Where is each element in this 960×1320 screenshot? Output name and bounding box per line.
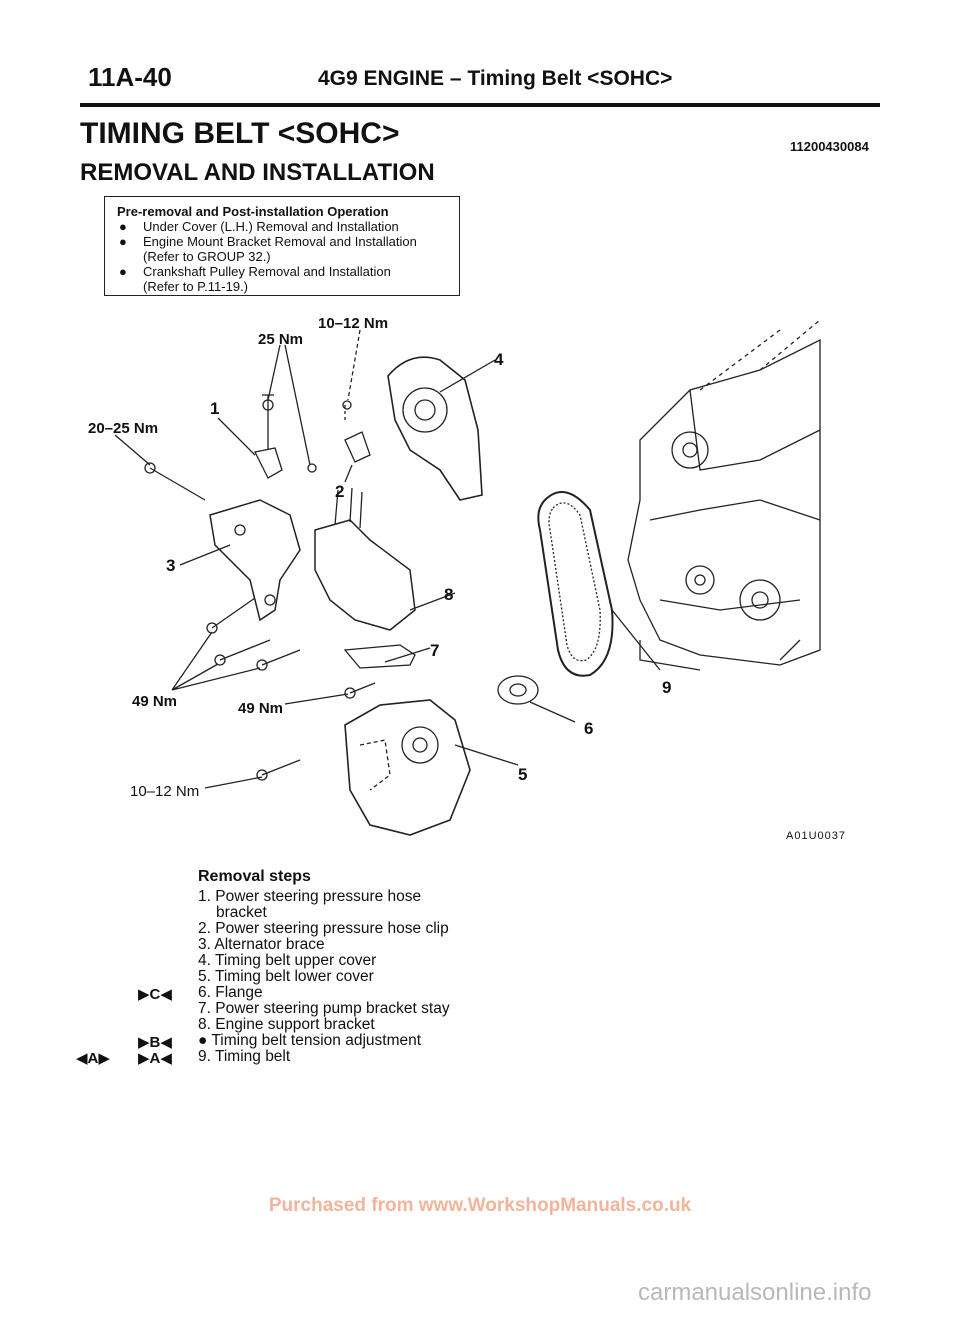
site-watermark: carmanualsonline.info: [638, 1279, 872, 1306]
removal-step: 1. Power steering pressure hose: [198, 888, 422, 905]
part-number: 3: [166, 556, 175, 575]
torque-label: 49 Nm: [238, 700, 283, 717]
pre-removal-item-text: (Refer to P.11-19.): [143, 279, 249, 294]
part-number: 8: [444, 585, 453, 604]
pre-removal-box: Pre-removal and Post-installation Operat…: [104, 196, 460, 296]
pre-removal-title: Pre-removal and Post-installation Operat…: [117, 204, 389, 219]
part-number: 4: [494, 350, 504, 369]
timing-belt-upper-cover: [387, 356, 496, 501]
figure-code: A01U0037: [786, 830, 846, 842]
belt-install-marker: ▶A◀: [138, 1050, 172, 1067]
pre-removal-item: ● Crankshaft Pulley Removal and Installa…: [117, 264, 459, 294]
pre-removal-item: ● Engine Mount Bracket Removal and Insta…: [117, 234, 459, 264]
removal-step: 9. Timing belt: [198, 1048, 291, 1065]
belt-removal-marker: ◀A▶: [76, 1050, 110, 1067]
part-number: 1: [210, 399, 219, 418]
part-number: 7: [430, 641, 439, 660]
torque-label: 10–12 Nm: [130, 783, 199, 800]
pre-removal-item-text: Crankshaft Pulley Removal and Installati…: [143, 264, 391, 279]
engine-support-bracket: [314, 487, 456, 631]
pre-removal-item-text: (Refer to GROUP 32.): [143, 249, 271, 264]
engine-block: [627, 319, 821, 671]
removal-steps-list: 1. Power steering pressure hose bracket …: [198, 889, 450, 1065]
section-title: 4G9 ENGINE – Timing Belt <SOHC>: [318, 67, 673, 90]
part-number: 6: [584, 719, 593, 738]
page-subtitle: REMOVAL AND INSTALLATION: [80, 159, 435, 186]
torque-label: 25 Nm: [258, 331, 303, 348]
removal-step: 3. Alternator brace: [198, 936, 325, 953]
torque-label: 10–12 Nm: [318, 315, 388, 332]
pre-removal-item: ● Under Cover (L.H.) Removal and Install…: [117, 219, 459, 234]
pre-removal-item-text: Engine Mount Bracket Removal and Install…: [143, 234, 417, 249]
bullet-icon: ●: [119, 234, 127, 249]
power-steering-hose-bracket: [217, 394, 283, 479]
part-number: 9: [662, 678, 671, 697]
torque-label: 20–25 Nm: [88, 420, 158, 437]
tension-service-marker: ▶B◀: [138, 1034, 172, 1051]
alternator-brace: [179, 499, 301, 622]
timing-belt-lower-cover: [344, 699, 519, 836]
bolts: [144, 399, 376, 781]
timing-belt: [537, 491, 661, 677]
header-rule: [80, 103, 880, 107]
removal-step: bracket: [216, 904, 267, 921]
page-title: TIMING BELT <SOHC>: [80, 117, 400, 150]
flange: [497, 675, 576, 723]
removal-step: 4. Timing belt upper cover: [198, 952, 377, 969]
part-number: 2: [335, 482, 344, 501]
power-steering-hose-clip: [344, 405, 371, 483]
removal-step: 5. Timing belt lower cover: [198, 968, 374, 985]
flange-service-marker: ▶C◀: [138, 986, 172, 1003]
pre-removal-item-text: Under Cover (L.H.) Removal and Installat…: [143, 219, 399, 234]
page-number: 11A-40: [88, 62, 172, 92]
document-code: 11200430084: [790, 139, 869, 154]
removal-step: 2. Power steering pressure hose clip: [198, 920, 449, 937]
timing-belt-exploded-diagram: 10–12 Nm 25 Nm 20–25 Nm 49 Nm 49 Nm 10–1…: [88, 315, 821, 836]
removal-step: 7. Power steering pump bracket stay: [198, 1000, 450, 1017]
removal-step: ● Timing belt tension adjustment: [198, 1032, 422, 1049]
removal-step: 6. Flange: [198, 984, 263, 1001]
purchase-notice: Purchased from www.WorkshopManuals.co.uk: [268, 1195, 692, 1216]
power-steering-pump-bracket-stay: [343, 644, 431, 669]
removal-steps-heading: Removal steps: [198, 868, 311, 885]
removal-step: 8. Engine support bracket: [198, 1016, 375, 1033]
torque-label: 49 Nm: [132, 693, 177, 710]
part-number: 5: [518, 765, 527, 784]
bullet-icon: ●: [119, 264, 127, 279]
bullet-icon: ●: [119, 219, 127, 234]
torque-leader-lines: [114, 329, 361, 789]
